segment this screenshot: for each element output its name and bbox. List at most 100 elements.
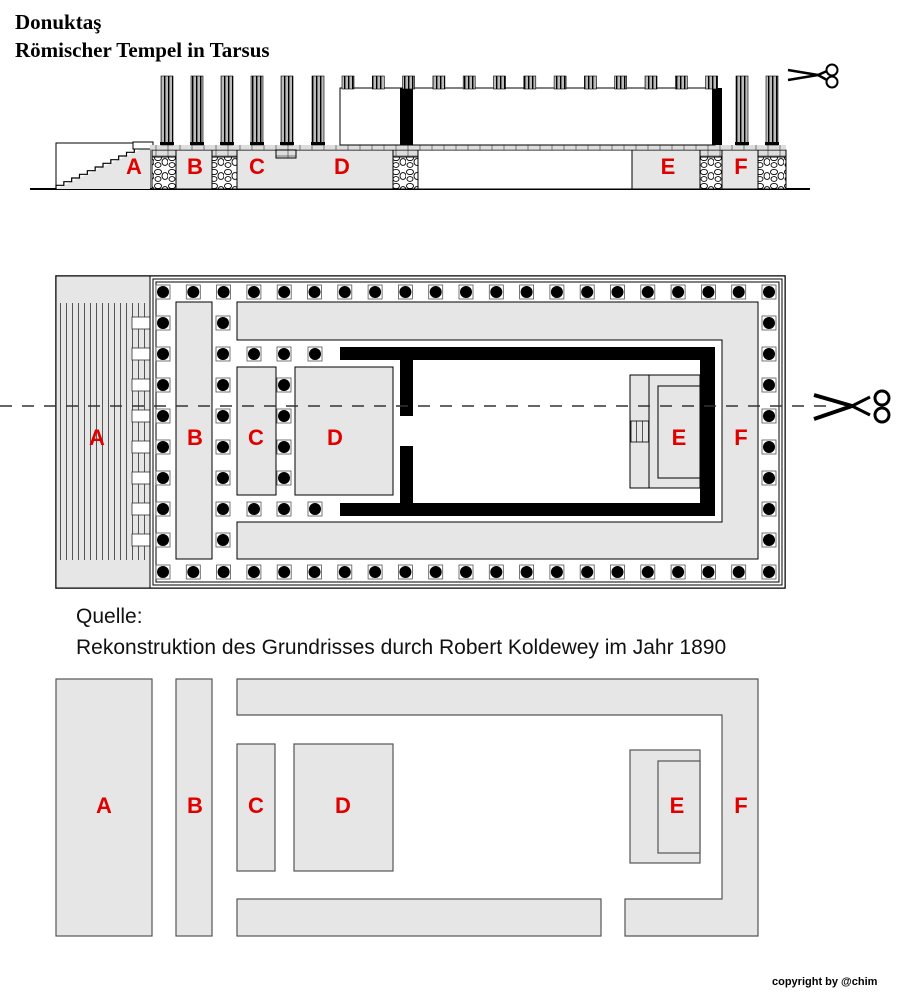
stair-pad bbox=[131, 502, 151, 516]
column-base bbox=[311, 142, 325, 145]
elev-label-b: B bbox=[187, 154, 203, 179]
plan-column-shaft bbox=[338, 566, 351, 578]
plan-label-b: B bbox=[187, 425, 203, 450]
plan-column-shaft bbox=[308, 286, 321, 298]
plan-column-shaft bbox=[763, 534, 775, 546]
scissors-icon bbox=[813, 389, 891, 424]
plan-column-shaft bbox=[217, 286, 230, 298]
plan-column-shaft bbox=[763, 566, 775, 578]
copyright-notice: copyright by @chim bbox=[772, 976, 878, 988]
plan-column-shaft bbox=[187, 286, 200, 298]
column-top bbox=[523, 75, 537, 90]
title-line-1: Donuktaş bbox=[15, 10, 102, 34]
stair-treads bbox=[58, 303, 148, 560]
plan-column-shaft bbox=[309, 348, 321, 360]
stair-pad bbox=[131, 533, 151, 547]
plan-column-shaft bbox=[520, 286, 533, 298]
column-base bbox=[280, 142, 294, 145]
plan-column-shaft bbox=[490, 286, 503, 298]
plan-column-shaft bbox=[157, 441, 169, 453]
plan-column-shaft bbox=[763, 348, 775, 360]
stair-pad bbox=[131, 347, 151, 361]
schema-zone-c bbox=[236, 743, 276, 872]
plan-column-shaft bbox=[550, 286, 563, 298]
plan-column-shaft bbox=[763, 379, 775, 391]
column-top bbox=[493, 75, 506, 90]
source-label: Quelle: bbox=[76, 605, 143, 628]
plan-column-shaft bbox=[611, 286, 624, 298]
column-base bbox=[220, 142, 234, 145]
plan-column-shaft bbox=[278, 379, 290, 391]
plan-column-shaft bbox=[369, 566, 382, 578]
floor-plan-view: A B C D E F bbox=[0, 275, 891, 589]
rubble-cap bbox=[211, 149, 238, 158]
column-top bbox=[402, 75, 415, 90]
plan-column-shaft bbox=[702, 566, 715, 578]
plan-column-shaft bbox=[157, 317, 169, 329]
plan-column-shaft bbox=[278, 441, 290, 453]
elev-label-c: C bbox=[249, 154, 265, 179]
column-top bbox=[462, 75, 476, 90]
column-top bbox=[432, 75, 446, 90]
plan-columns bbox=[155, 284, 777, 580]
plan-column-shaft bbox=[217, 348, 229, 360]
plan-zone-c bbox=[236, 366, 277, 496]
plan-column-shaft bbox=[248, 348, 260, 360]
schema-zone-f bbox=[236, 678, 759, 937]
elev-label-d: D bbox=[334, 154, 350, 179]
plan-column-shaft bbox=[278, 503, 290, 515]
plan-column-shaft bbox=[187, 566, 200, 578]
schema-zone-d bbox=[293, 743, 394, 872]
plan-column-shaft bbox=[520, 566, 533, 578]
column-base bbox=[250, 142, 264, 145]
plan-column-shaft bbox=[248, 503, 260, 515]
plan-column-shaft bbox=[278, 472, 290, 484]
plan-zone-f bbox=[236, 301, 759, 560]
plan-column-shaft bbox=[157, 379, 169, 391]
schema-label-a: A bbox=[96, 793, 112, 818]
plan-column-shaft bbox=[763, 410, 775, 422]
schema-label-b: B bbox=[187, 793, 203, 818]
stair-pad bbox=[131, 440, 151, 454]
plan-column-shaft bbox=[157, 534, 169, 546]
plan-zone-d bbox=[294, 366, 394, 496]
stair-pad bbox=[131, 378, 151, 392]
column bbox=[765, 75, 779, 146]
plan-column-shaft bbox=[217, 410, 229, 422]
cella-wall-north bbox=[340, 347, 715, 360]
stylobate bbox=[150, 145, 786, 150]
source-text: Rekonstruktion des Grundrisses durch Rob… bbox=[76, 636, 727, 659]
stair-pad bbox=[131, 409, 151, 423]
plan-column-shaft bbox=[217, 534, 229, 546]
elevation-columns bbox=[160, 75, 779, 146]
rubble-foundations bbox=[151, 149, 787, 190]
column bbox=[220, 75, 234, 146]
plan-column-shaft bbox=[278, 410, 290, 422]
rubble-cap bbox=[699, 149, 723, 158]
schema-zone-a bbox=[55, 678, 153, 937]
plan-column-shaft bbox=[217, 441, 229, 453]
plan-column-shaft bbox=[429, 286, 442, 298]
column-base bbox=[765, 142, 779, 145]
plan-column-shaft bbox=[217, 472, 229, 484]
plan-column-shaft bbox=[702, 286, 715, 298]
plan-column-shaft bbox=[157, 348, 169, 360]
plan-column-shaft bbox=[308, 566, 321, 578]
plan-column-shaft bbox=[338, 286, 351, 298]
column-base bbox=[735, 142, 749, 145]
altar-steps bbox=[630, 420, 650, 443]
cella-wall-east bbox=[700, 347, 715, 516]
column bbox=[190, 75, 204, 146]
elevation-view: A B C D E F bbox=[30, 63, 839, 190]
plan-column-shaft bbox=[157, 566, 169, 578]
column-base bbox=[160, 142, 174, 145]
plan-column-shaft bbox=[157, 410, 169, 422]
column bbox=[160, 75, 174, 146]
plan-label-e: E bbox=[672, 425, 687, 450]
rubble-cap bbox=[392, 149, 419, 158]
plan-column-shaft bbox=[581, 566, 594, 578]
plan-column-shaft bbox=[247, 566, 260, 578]
rubble-cap bbox=[151, 149, 177, 158]
cella-wall-front bbox=[400, 88, 413, 145]
schema-band-south bbox=[236, 898, 602, 937]
